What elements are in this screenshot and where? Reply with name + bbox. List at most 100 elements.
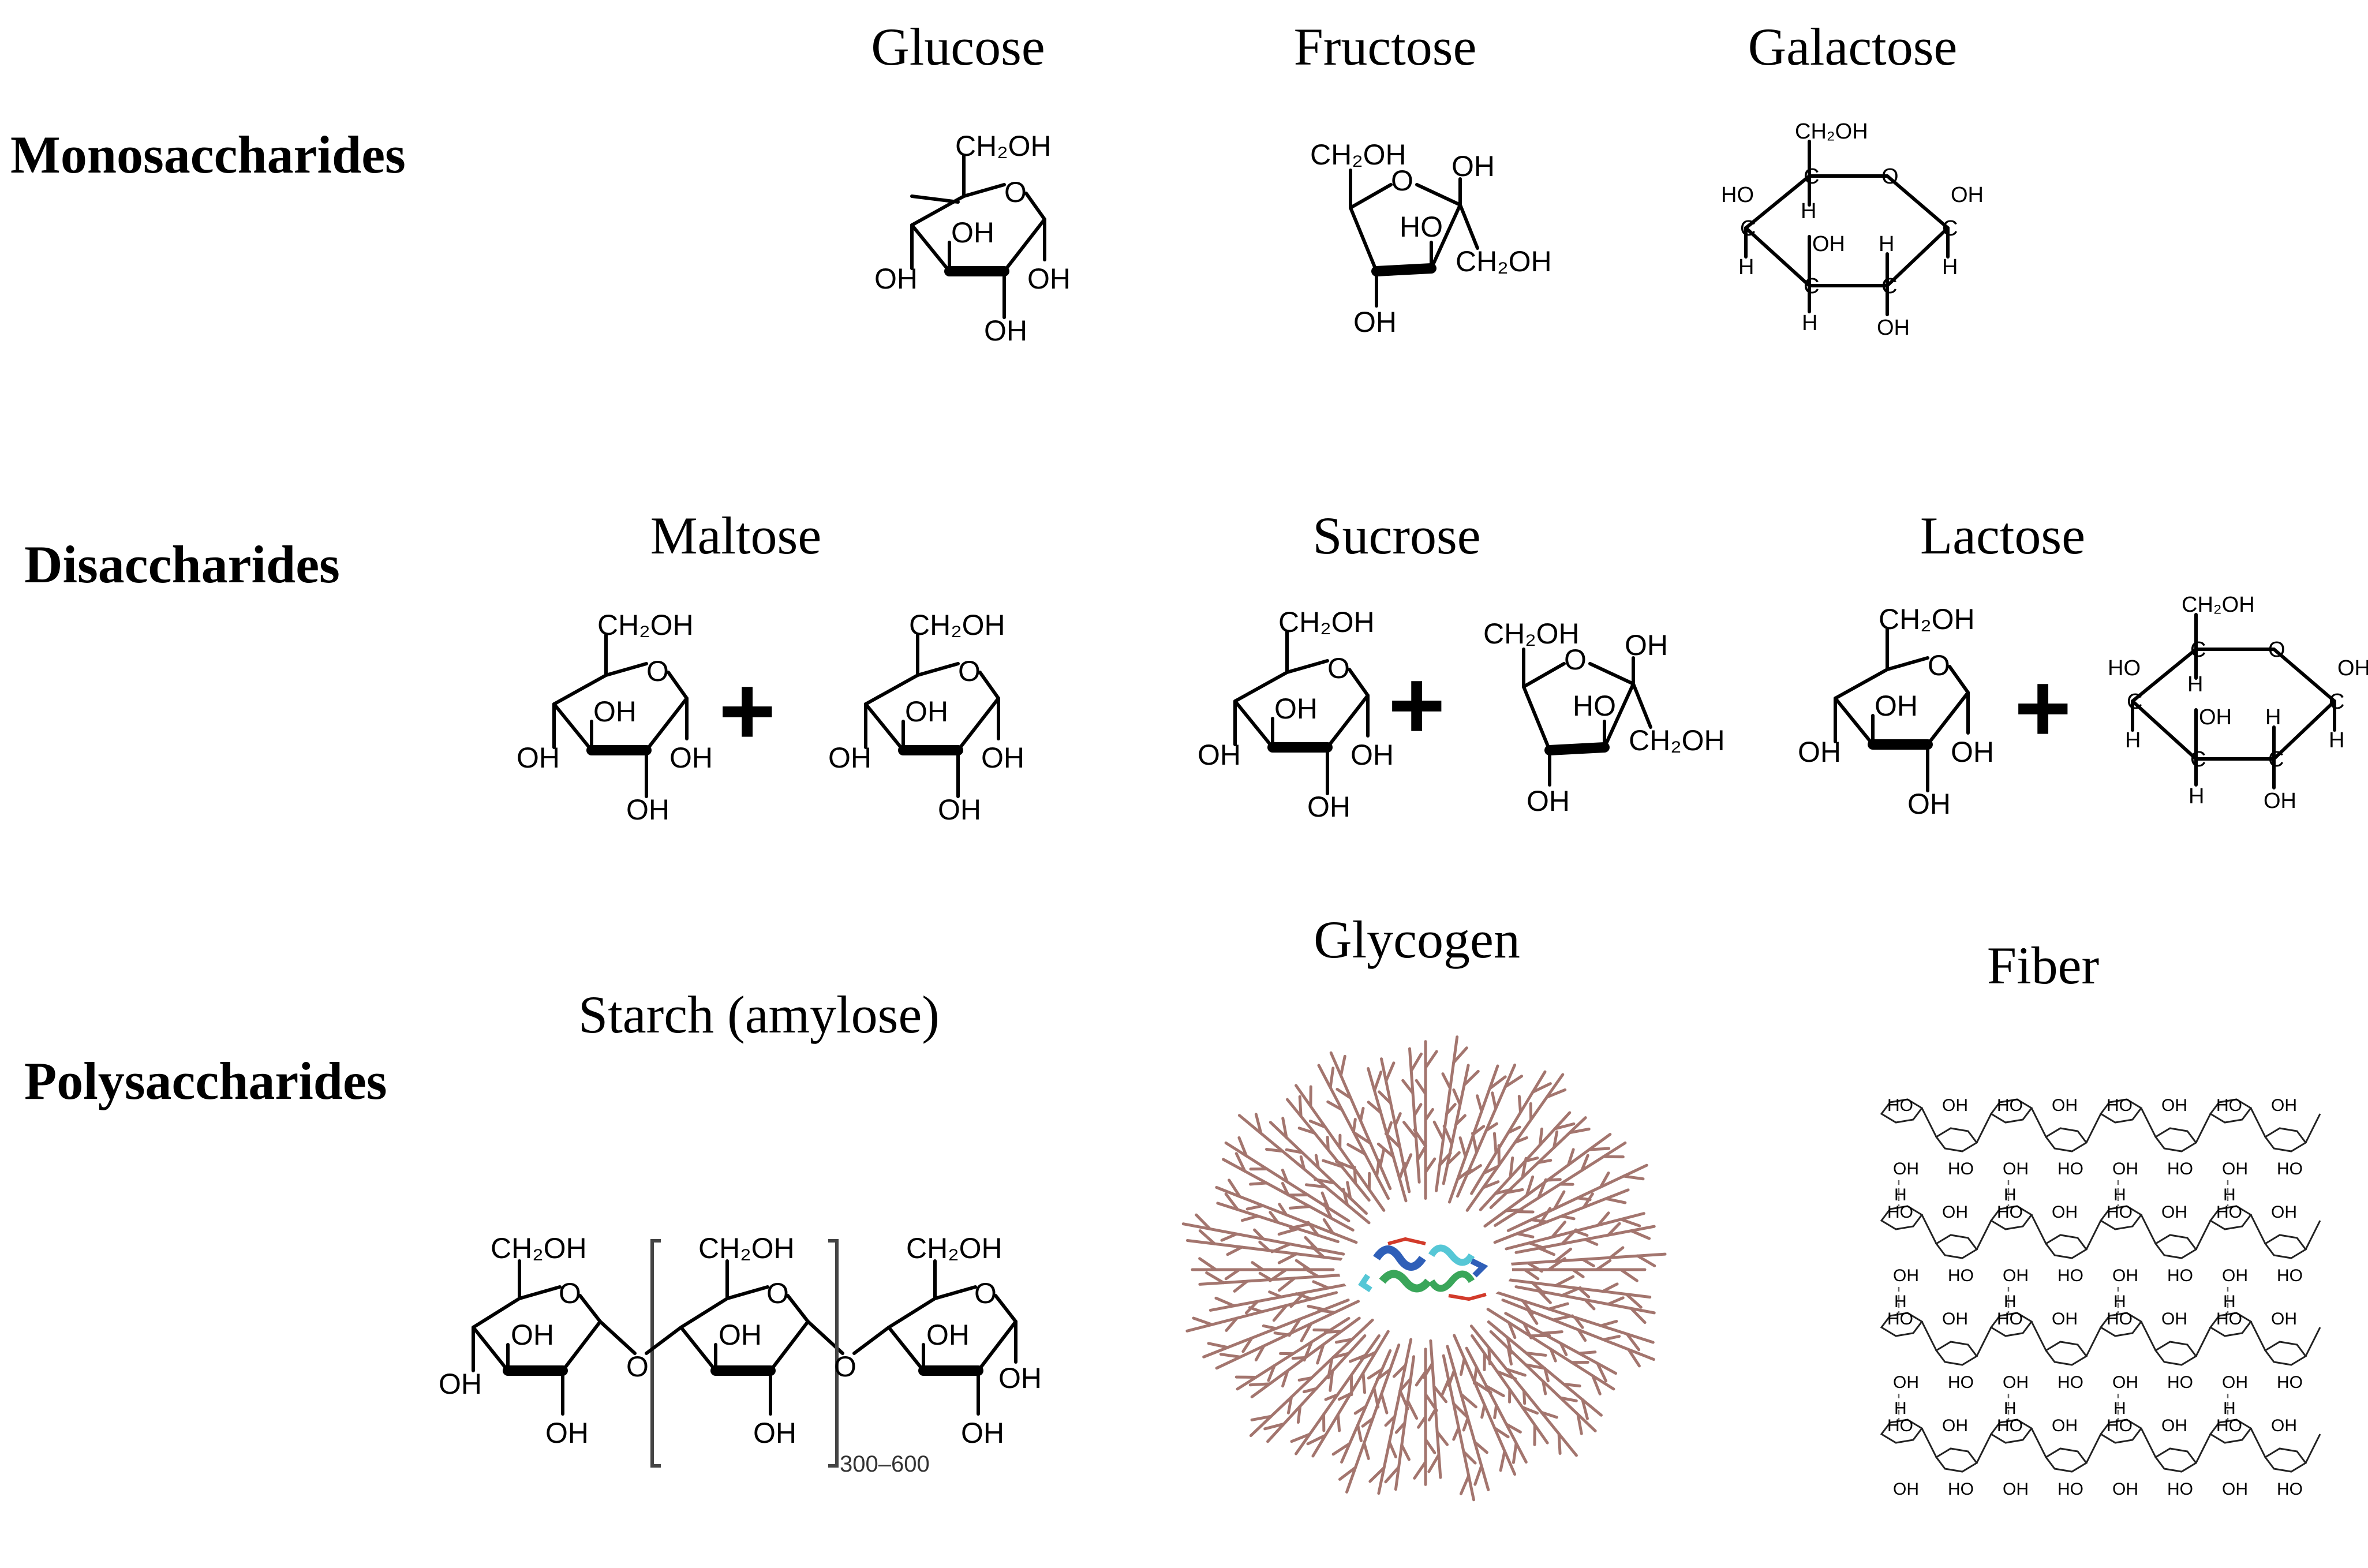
cellulose-oh-label: HO <box>1997 1416 2023 1435</box>
lactose-glc-oh-c2: OH <box>1907 788 1951 820</box>
glycogen-twig <box>1604 1197 1627 1204</box>
maltose-plus-sign: + <box>719 656 776 766</box>
galactose-oh-c3: OH <box>1812 232 1845 256</box>
glycogen-twig <box>1521 1157 1528 1180</box>
glycogen-twig <box>1228 1178 1241 1198</box>
glycogen-twig <box>1303 1340 1314 1362</box>
amylose-1-oh-c3: OH <box>511 1319 554 1351</box>
galactose-ring-oxygen: O <box>1881 164 1899 189</box>
glycogen-twig <box>1258 1271 1273 1281</box>
cellulose-ring <box>1935 1234 1978 1259</box>
glycogen-twig <box>1361 1371 1367 1394</box>
glucose-oh-c4: OH <box>951 216 994 249</box>
amylose-1-oh-c2: OH <box>545 1417 589 1449</box>
glycogen-twig <box>1459 1357 1466 1376</box>
glycogen-twig <box>1300 1322 1313 1342</box>
lactose-gal-oh-c1: OH <box>2337 656 2368 680</box>
glycogen-twig <box>1516 1232 1535 1238</box>
glycogen-twig <box>1322 1159 1344 1168</box>
glycogen-twig <box>1491 1091 1498 1110</box>
sucrose-glc-oh-c3: OH <box>1198 739 1241 771</box>
glycogen-twig <box>1233 1279 1249 1293</box>
glycogen-twig <box>1523 1268 1540 1281</box>
galactose-oh-c1: OH <box>1951 183 1984 207</box>
glycogen-twig <box>1304 1236 1319 1251</box>
cellulose-h-label: H <box>2004 1399 2017 1418</box>
glycogen-twig <box>1619 1268 1638 1282</box>
glycogen-twig <box>1316 1343 1325 1365</box>
glycogen-twig <box>1285 1148 1304 1154</box>
glycogen-twig <box>1571 1268 1585 1278</box>
cellulose-oh-label: OH <box>2161 1203 2187 1222</box>
glycogen-twig <box>1250 1414 1273 1421</box>
glycogen-twig <box>1608 1246 1625 1259</box>
amylose-unit-3: CH₂OH O OH OH OH <box>852 1232 1042 1449</box>
glycogen-twig <box>1506 1125 1521 1135</box>
cellulose-oh-label: HO <box>2057 1159 2083 1178</box>
glycogen-twig <box>1492 1132 1498 1155</box>
glycogen-twig <box>1281 1117 1288 1139</box>
glycogen-twig <box>1277 1252 1299 1264</box>
fructose-oh-c4: OH <box>1353 306 1397 338</box>
lactose-glc-oh-c1: OH <box>1951 736 1994 768</box>
cellulose-glycosidic-link <box>1976 1434 1992 1464</box>
glycogen-twig <box>1367 1101 1382 1114</box>
cellulose-oh-label: HO <box>1997 1203 2023 1222</box>
glycogen-twig <box>1559 1342 1568 1356</box>
glycogen-twig <box>1538 1127 1544 1147</box>
glycogen-twig <box>1427 1453 1441 1473</box>
maltose-2-ring-oxygen: O <box>958 655 981 687</box>
glycogen-twig <box>1401 1079 1415 1095</box>
maltose-2-ch2oh: CH₂OH <box>909 609 1005 641</box>
glycogen-twig <box>1441 1072 1452 1090</box>
glycogen-twig <box>1296 1405 1302 1424</box>
glycogen-twig <box>1398 1389 1409 1410</box>
glycogen-twig <box>1192 1316 1214 1326</box>
glycogen-twig <box>1629 1229 1651 1240</box>
glycogen-twig <box>1622 1174 1645 1181</box>
glycogen-twig <box>1198 1257 1218 1271</box>
galactose-c4: C <box>1740 216 1756 241</box>
cellulose-oh-label: HO <box>2277 1266 2303 1285</box>
glycogen-twig <box>1380 1392 1389 1414</box>
cellulose-glycosidic-link <box>1921 1214 1937 1244</box>
glycogen-twig <box>1551 1314 1574 1322</box>
glycogen-twig <box>1207 1342 1229 1349</box>
cellulose-oh-label: OH <box>2003 1159 2029 1178</box>
sucrose-fru-ch2oh-top: CH₂OH <box>1483 618 1580 650</box>
lactose-gal-ho-c4: HO <box>2108 656 2141 680</box>
sucrose-glc-ring-oxygen: O <box>1327 652 1350 684</box>
glycogen-twig <box>1244 1300 1259 1315</box>
galactose-h-c4: H <box>1738 255 1754 279</box>
cellulose-oh-label: HO <box>2167 1159 2193 1178</box>
glycogen-twig <box>1324 1393 1339 1401</box>
cellulose-glycosidic-link <box>1976 1113 1992 1143</box>
cellulose-oh-label: HO <box>1948 1266 1974 1285</box>
glycogen-twig <box>1195 1213 1211 1230</box>
lactose-plus-sign: + <box>2014 653 2071 763</box>
glycogen-twig <box>1352 1118 1357 1133</box>
glycogen-twig <box>1376 1142 1395 1158</box>
cellulose-oh-label: HO <box>2277 1373 2303 1392</box>
glycogen-twig <box>1346 1143 1367 1156</box>
glycogen-twig <box>1629 1307 1647 1324</box>
cellulose-oh-label: OH <box>1893 1373 1919 1392</box>
cellulose-h-label: H <box>1894 1399 1907 1418</box>
title-fiber: Fiber <box>1987 936 2100 995</box>
title-glucose: Glucose <box>871 17 1045 76</box>
glycogen-twig <box>1413 1103 1423 1117</box>
cellulose-ring <box>2264 1447 2307 1473</box>
lactose-plus-text: + <box>2014 653 2071 763</box>
sucrose-fru-oh-c2: OH <box>1625 629 1668 661</box>
glycogen-twig <box>1262 1324 1278 1330</box>
cellulose-oh-label: HO <box>2216 1096 2242 1115</box>
cellulose-glycosidic-link <box>2195 1327 2212 1357</box>
sucrose-plus-text: + <box>1388 650 1445 760</box>
lactose-gal-c3: C <box>2190 747 2206 772</box>
sucrose-glc-oh-c4: OH <box>1274 693 1318 725</box>
cellulose-glycosidic-link <box>2085 1113 2102 1143</box>
cellulose-glycosidic-link <box>1976 1220 1992 1250</box>
glycogen-twig <box>1547 1302 1569 1311</box>
glycogen-twig <box>1400 1443 1411 1461</box>
